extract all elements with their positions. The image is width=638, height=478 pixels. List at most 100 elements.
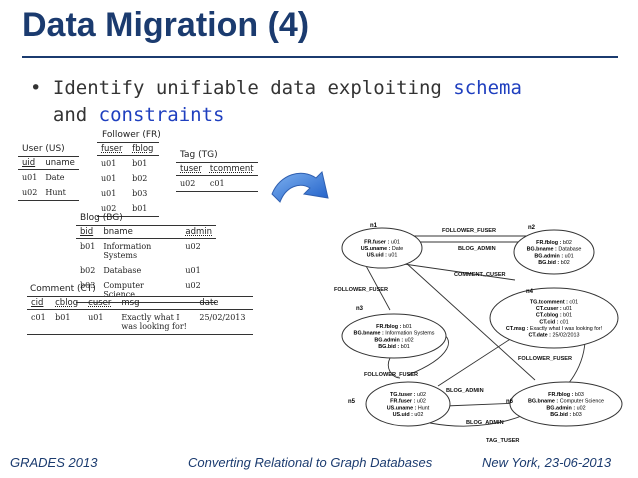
node-property: BG.bname : Database xyxy=(527,247,582,253)
user-table-caption: User (US) xyxy=(22,144,65,154)
table-header-row: bid bname admin xyxy=(76,225,216,239)
edge-line xyxy=(437,335,516,387)
column-header: cblog xyxy=(51,296,85,310)
table-cell: 25/02/2013 xyxy=(195,309,253,335)
table-cell: u01 xyxy=(101,189,117,198)
table-cell: u02 xyxy=(176,175,206,192)
node-label-n5: n5 xyxy=(348,399,356,405)
edge-label: FOLLOWER_FUSER xyxy=(364,372,418,378)
node-property: BG.bname : Information Systems xyxy=(354,331,435,337)
column-header: bid xyxy=(76,225,100,239)
node-label-n6: n6 xyxy=(506,399,514,405)
table-cell: u01 xyxy=(101,174,117,183)
table-cell: u01 xyxy=(22,173,38,182)
table-row: u01 b02 xyxy=(97,171,159,186)
comment-table: cid cblog cuser msg date c01 b01 u01 Exa… xyxy=(27,296,253,335)
node-n1 xyxy=(341,227,423,269)
edge-line xyxy=(364,263,391,311)
table-row: b01 Information Systems u02 xyxy=(76,239,216,264)
node-property: BG.bid : b01 xyxy=(378,344,409,350)
column-header: tuser xyxy=(176,162,206,176)
table-cell: b01 xyxy=(132,159,148,168)
table-cell: Exactly what I was looking for! xyxy=(117,309,196,335)
table-row: u01 Date xyxy=(18,170,79,186)
table-cell: u01 xyxy=(101,159,117,168)
node-property: FR.fblog : b02 xyxy=(536,240,572,246)
node-property: BG.admin : u02 xyxy=(546,405,585,411)
column-header: uname xyxy=(41,156,79,170)
node-n6 xyxy=(509,381,623,427)
node-property: CT.cid : c01 xyxy=(539,319,568,325)
table-cell: b01 xyxy=(128,201,159,217)
column-header: bname xyxy=(99,225,182,239)
node-property: US.uname : Hunt xyxy=(387,405,430,411)
table-cell: c01 xyxy=(27,309,52,335)
table-header-row: uid uname xyxy=(18,156,79,170)
slide-title: Data Migration (4) xyxy=(22,6,310,44)
edge-label: BLOG_ADMIN xyxy=(458,246,496,252)
table-row: u01 b03 xyxy=(97,186,159,201)
table-cell: u01 xyxy=(84,309,118,335)
table-row: u02 b01 xyxy=(97,201,159,217)
table-cell: Date xyxy=(45,173,65,182)
title-underline xyxy=(22,56,618,58)
edge-line xyxy=(444,402,521,407)
bullet-prefix: Identify unifiable data exploiting xyxy=(52,77,454,99)
node-property: CT.msg : Exactly what I was looking for! xyxy=(506,326,603,332)
table-cell: Information Systems xyxy=(103,242,152,260)
column-header: cid xyxy=(27,296,52,310)
table-cell: u02 xyxy=(18,185,42,201)
node-n5 xyxy=(365,381,451,427)
edge-label: BLOG_ADMIN xyxy=(466,420,504,426)
table-cell: Database xyxy=(103,266,142,275)
table-cell: u02 xyxy=(97,201,129,217)
node-property: FR.fblog : b03 xyxy=(548,392,584,398)
edge-line xyxy=(404,261,536,381)
node-property: BG.bid : b03 xyxy=(550,412,581,418)
node-property: US.uname : Date xyxy=(361,246,404,252)
node-property: CT.date : 25/02/2013 xyxy=(529,333,580,339)
column-header: uid xyxy=(18,156,42,170)
table-header-row: tuser tcomment xyxy=(176,162,258,176)
column-header: cuser xyxy=(84,296,118,310)
table-cell: c01 xyxy=(205,175,258,192)
footer-title: Converting Relational to Graph Databases xyxy=(188,455,433,470)
column-header: admin xyxy=(181,225,216,239)
node-property: FR.fuser : u02 xyxy=(390,399,426,405)
node-n3 xyxy=(341,313,447,359)
column-header: fuser xyxy=(97,142,129,156)
curved-arrow-icon xyxy=(271,171,329,203)
edge-line xyxy=(387,357,401,379)
node-property: FR.fblog : b01 xyxy=(376,324,412,330)
node-property: US.uid : u01 xyxy=(367,253,398,259)
node-property: CT.cblog : b01 xyxy=(536,313,572,319)
bullet-mid: and xyxy=(52,104,99,126)
table-row: b02 Database u01 xyxy=(76,263,216,278)
edge-label: FOLLOWER_FUSER xyxy=(442,228,496,234)
node-property: CT.cuser : u01 xyxy=(536,306,572,312)
edge-labels: FOLLOWER_FUSER BLOG_ADMIN COMMENT_CUSER … xyxy=(334,228,572,444)
follower-table: fuser fblog u01 b01 u01 b02 u01 b03 u02 … xyxy=(97,142,159,217)
table-cell: b01 xyxy=(51,309,85,335)
node-property: TG.tcomment : c01 xyxy=(530,300,578,306)
edge-label: TAG_TUSER xyxy=(486,438,519,444)
node-property: BG.admin : u01 xyxy=(534,253,573,259)
edge-line xyxy=(389,261,516,281)
footer-conference: GRADES 2013 xyxy=(10,455,98,470)
column-header: tcomment xyxy=(205,162,258,176)
node-property: FR.fuser : u01 xyxy=(364,239,400,245)
table-cell: b02 xyxy=(80,266,96,275)
column-header: date xyxy=(195,296,253,310)
keyword-schema: schema xyxy=(453,77,522,99)
footer-date: New York, 23-06-2013 xyxy=(482,455,612,470)
node-property: BG.bid : b02 xyxy=(538,260,569,266)
edge-label: BLOG_ADMIN xyxy=(446,388,484,394)
table-cell: b02 xyxy=(132,174,148,183)
